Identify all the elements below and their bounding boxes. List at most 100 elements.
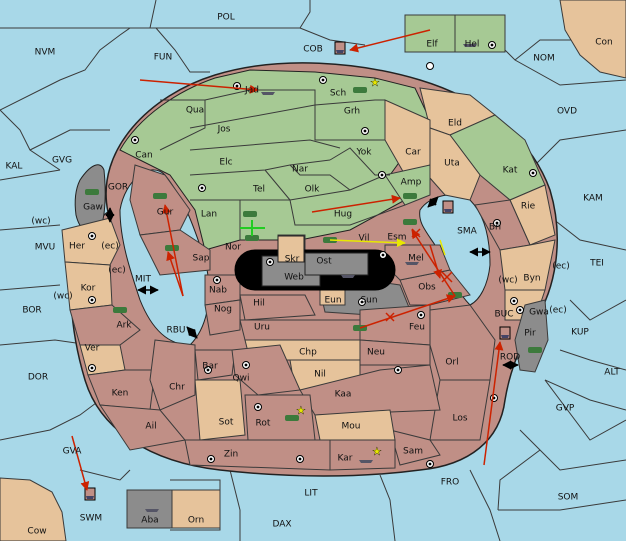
region-hel[interactable] [454,14,506,53]
label-elf: Elf [426,40,438,50]
label-hug: Hug [334,210,352,220]
region-her[interactable] [61,217,121,266]
label-tei: TEI [589,259,604,269]
label-nil: Nil [314,370,326,380]
region-kaa[interactable] [299,364,441,416]
label-gaw: Gaw [83,203,103,213]
label-jos: Jos [217,125,231,135]
connector-arrows [105,196,519,370]
fleet-unit [84,487,96,501]
label-ec3: (ec) [108,266,126,276]
label-mit: MIT [135,275,151,285]
label-rie: Rie [521,202,536,212]
label-ail: Ail [145,422,156,432]
region-hil[interactable] [239,294,316,321]
label-kor: Kor [81,284,96,294]
label-sot: Sot [219,418,234,428]
fleet-unit [261,92,275,95]
label-som: SOM [558,493,579,503]
supply-centers [88,41,537,468]
region-byn[interactable] [499,239,556,291]
region-ken[interactable] [87,369,156,411]
label-bar: Bar [202,362,218,372]
region-nog[interactable] [204,299,241,336]
hold-mark [240,220,265,236]
label-esm: Esm [387,233,406,243]
label-con: Con [595,38,613,48]
army-unit [353,87,367,93]
label-rot: Rot [256,419,271,429]
label-buc: BUC [494,310,513,320]
region-ost-inner [304,252,369,276]
region-zin[interactable] [184,439,331,471]
label-tel: Tel [252,185,265,195]
label-wc3: (wc) [53,292,72,302]
region-kar[interactable] [329,439,396,471]
region-cow[interactable] [0,477,67,541]
label-gva: GVA [63,447,83,457]
label-grh: Grh [344,107,360,117]
label-bri: Bri [489,223,501,233]
region-orn[interactable] [171,489,221,529]
region-con[interactable] [559,0,626,79]
army-unit [528,347,542,353]
label-orn: Orn [188,516,204,526]
label-feu: Feu [409,323,425,333]
label-olk: Olk [305,185,321,195]
army-unit [165,245,179,251]
label-eun: Eun [324,296,341,306]
label-kam: KAM [583,194,603,204]
label-elc: Elc [219,158,232,168]
label-vil: Vil [359,234,370,244]
label-eld: Eld [448,119,462,129]
region-chr[interactable] [149,339,196,411]
region-rot[interactable] [244,394,316,441]
label-uru: Uru [254,323,270,333]
label-ec4: (ec) [549,306,567,316]
label-gor: GOR [108,183,128,193]
region-pir[interactable] [514,299,549,373]
label-sch: Sch [330,89,346,99]
label-byn: Byn [523,274,540,284]
label-can: Can [135,151,153,161]
label-kup: KUP [571,328,589,338]
label-dax: DAX [272,520,291,530]
label-nab: Nab [209,286,227,296]
label-ost: Ost [316,257,332,267]
label-dor: DOR [28,373,48,383]
label-wc1: (wc) [31,217,50,227]
label-kal: KAL [6,162,23,172]
label-swm: SWM [80,514,102,524]
star-icon: ★ [370,76,380,89]
label-bor: BOR [22,306,41,316]
label-lan: Lan [201,210,217,220]
label-fro: FRO [441,478,460,488]
region-sam[interactable] [389,429,441,466]
label-nar: Nar [292,165,308,175]
region-labels: POL NVM FUN COB Elf Hel NOM Con OVD KAL … [6,13,621,537]
label-qwi: Qwi [233,374,250,384]
label-nor: Nor [225,243,241,253]
label-rod: ROD [500,353,520,363]
region-los[interactable] [429,379,491,441]
label-jad: Jad [244,86,259,96]
label-aba: Aba [141,516,158,526]
label-amp: Amp [401,178,422,188]
label-obs: Obs [418,283,436,293]
label-mou: Mou [342,422,361,432]
label-ovd: OVD [557,107,577,117]
label-kaa: Kaa [335,390,352,400]
label-ec2: (ec) [552,262,570,272]
label-orl: Orl [445,358,458,368]
army-unit [153,193,167,199]
label-los: Los [452,414,467,424]
region-qwi[interactable] [231,344,301,396]
label-nom: NOM [533,54,555,64]
label-ken: Ken [112,389,129,399]
label-ver: Ver [85,344,100,354]
region-sot[interactable] [194,379,246,441]
fleet-unit [442,200,454,214]
order-arrows [71,29,504,491]
region-ark[interactable] [69,304,141,346]
